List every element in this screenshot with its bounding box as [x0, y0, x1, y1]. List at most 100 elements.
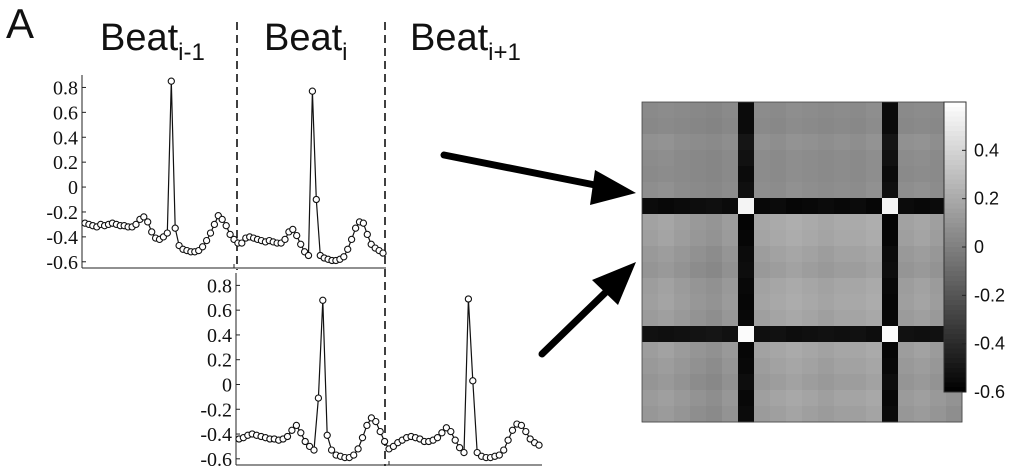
heatmap-cell: [818, 150, 835, 167]
colorbar-tick-label: -0.2: [974, 285, 1005, 305]
colorbar-segment: [944, 203, 966, 209]
heatmap-cell: [722, 214, 739, 231]
heatmap-cell: [642, 134, 659, 151]
heatmap-cell: [802, 134, 819, 151]
heatmap-cell: [786, 166, 803, 183]
heatmap-cell: [690, 406, 707, 423]
top-ecg-data-point: [289, 225, 297, 234]
bottom-ecg-ytick-label: -0.6: [200, 449, 232, 471]
heatmap-cell: [786, 294, 803, 311]
heatmap-cell: [722, 374, 739, 391]
heatmap-cell: [642, 406, 659, 423]
heatmap-cell: [914, 326, 931, 343]
heatmap-cell: [818, 278, 835, 295]
heatmap-cell: [786, 102, 803, 119]
heatmap-cell: [882, 246, 899, 263]
heatmap-cell: [722, 150, 739, 167]
heatmap-cell: [850, 182, 867, 199]
heatmap-cell: [754, 214, 771, 231]
heatmap-cell: [770, 358, 787, 375]
heatmap-cell: [898, 246, 915, 263]
heatmap-cell: [866, 374, 883, 391]
heatmap-cell: [802, 406, 819, 423]
heatmap-cell: [754, 182, 771, 199]
colorbar-segment: [944, 121, 966, 127]
heatmap-cell: [722, 182, 739, 199]
heatmap-cell: [866, 326, 883, 343]
colorbar-tick-label: -0.6: [974, 382, 1005, 402]
heatmap-cell: [882, 118, 899, 135]
heatmap-cell: [754, 310, 771, 327]
heatmap-cell: [642, 294, 659, 311]
heatmap-cell: [690, 246, 707, 263]
heatmap-cell: [674, 118, 691, 135]
heatmap-cell: [706, 150, 723, 167]
top-ecg-data-point: [167, 77, 175, 85]
heatmap-cell: [786, 118, 803, 135]
heatmap-cell: [738, 198, 755, 215]
heatmap-cell: [722, 310, 739, 327]
heatmap-cell: [722, 166, 739, 183]
heatmap-cell: [658, 358, 675, 375]
colorbar-segment: [944, 232, 966, 238]
heatmap-cell: [770, 182, 787, 199]
heatmap-cell: [690, 278, 707, 295]
heatmap-cell: [930, 134, 947, 151]
top-ecg-data-point: [281, 235, 289, 244]
heatmap-cell: [930, 198, 947, 215]
colorbar-segment: [944, 213, 966, 219]
heatmap-cell: [770, 278, 787, 295]
heatmap-cell: [802, 246, 819, 263]
heatmap-cell: [898, 230, 915, 247]
colorbar-segment: [944, 222, 966, 229]
heatmap-cell: [866, 390, 883, 407]
heatmap-cell: [786, 214, 803, 231]
bottom-ecg-data-point: [292, 421, 301, 430]
colorbar-segment: [944, 179, 966, 185]
heatmap-cell: [930, 278, 947, 295]
heatmap-cell: [802, 166, 819, 183]
heatmap-cell: [802, 374, 819, 391]
heatmap-cell: [754, 102, 771, 119]
heatmap-cell: [674, 166, 691, 183]
heatmap-cell: [898, 166, 915, 183]
heatmap-cell: [866, 102, 883, 119]
heatmap-cell: [834, 262, 851, 279]
colorbar-segment: [944, 145, 966, 151]
heatmap-cell: [770, 294, 787, 311]
heatmap-cell: [802, 102, 819, 119]
beat-label-current: Beati: [264, 17, 348, 66]
top-ecg-data-point: [202, 236, 211, 245]
heatmap-cell: [898, 374, 915, 391]
colorbar-segment: [944, 208, 966, 214]
heatmap-cell: [850, 358, 867, 375]
heatmap-cell: [690, 230, 707, 247]
heatmap-cell: [706, 374, 723, 391]
heatmap-cell: [818, 310, 835, 327]
heatmap-cell: [930, 262, 947, 279]
bottom-ecg-data-point: [358, 434, 367, 442]
heatmap-cell: [738, 390, 755, 407]
heatmap-cell: [850, 278, 867, 295]
bottom-ecg-data-point: [372, 417, 380, 426]
heatmap-cell: [770, 262, 787, 279]
colorbar-segment: [944, 367, 966, 374]
top-ecg-data-point: [340, 253, 348, 261]
heatmap-cell: [658, 342, 675, 359]
colorbar-segment: [944, 242, 966, 248]
heatmap-cell: [834, 230, 851, 247]
heatmap-cell: [882, 390, 899, 407]
heatmap-cell: [658, 102, 675, 119]
heatmap-cell: [770, 102, 787, 119]
heatmap-cell: [834, 214, 851, 231]
heatmap-cell: [882, 294, 899, 311]
top-ecg-data-point: [304, 251, 313, 260]
colorbar-segment: [944, 334, 966, 340]
heatmap-cell: [882, 326, 899, 343]
heatmap-cell: [802, 358, 819, 375]
top-ecg-data-point: [140, 213, 148, 221]
colorbar-segment: [944, 184, 966, 190]
heatmap-cell: [882, 198, 899, 215]
colorbar-segment: [944, 285, 966, 292]
